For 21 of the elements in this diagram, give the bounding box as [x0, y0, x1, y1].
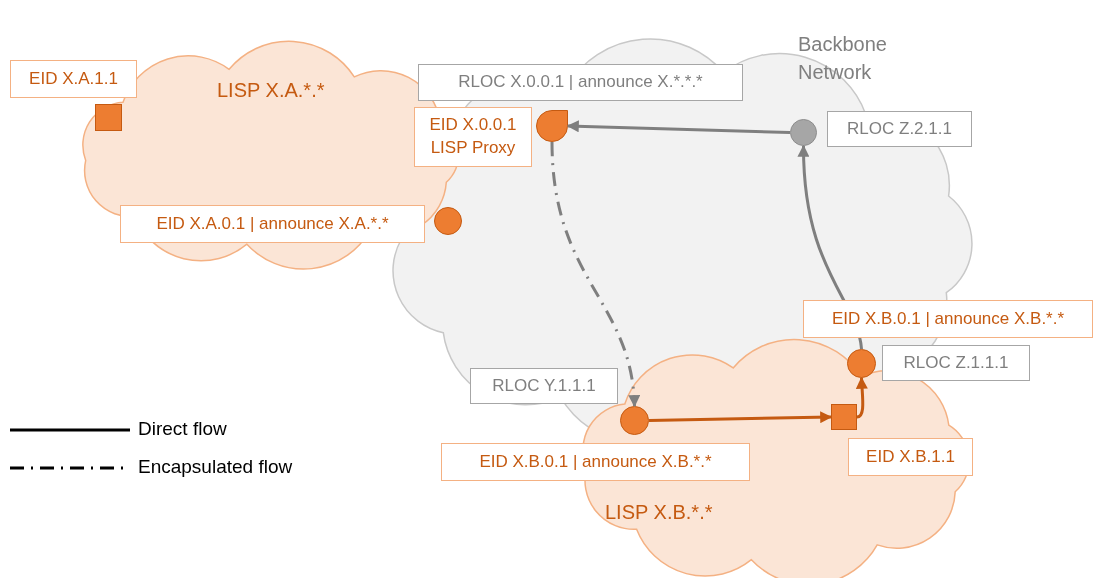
address-label: RLOC Y.1.1.1 — [470, 368, 618, 404]
legend-label: Encapsulated flow — [138, 456, 293, 478]
address-label: EID X.B.0.1 | announce X.B.*.* — [441, 443, 750, 481]
host-icon — [831, 404, 857, 430]
cloud-label: LISP X.A.*.* — [217, 78, 325, 103]
address-label: RLOC X.0.0.1 | announce X.*.*.* — [418, 64, 743, 101]
address-label: EID X.0.0.1 LISP Proxy — [414, 107, 532, 167]
address-label: EID X.B.0.1 | announce X.B.*.* — [803, 300, 1093, 338]
cloud-label: LISP X.B.*.* — [605, 500, 713, 525]
host-icon — [95, 104, 122, 131]
address-label: RLOC Z.1.1.1 — [882, 345, 1030, 381]
arrow — [855, 376, 868, 419]
cloud-label: Backbone Network — [798, 32, 888, 85]
arrow — [566, 120, 791, 134]
address-label: RLOC Z.2.1.1 — [827, 111, 972, 147]
arrow — [550, 141, 640, 408]
address-label: EID X.A.1.1 — [10, 60, 137, 98]
address-label: EID X.B.1.1 — [848, 438, 973, 476]
legend-label: Direct flow — [138, 418, 227, 440]
arrow — [648, 411, 833, 424]
address-label: EID X.A.0.1 | announce X.A.*.* — [120, 205, 425, 243]
